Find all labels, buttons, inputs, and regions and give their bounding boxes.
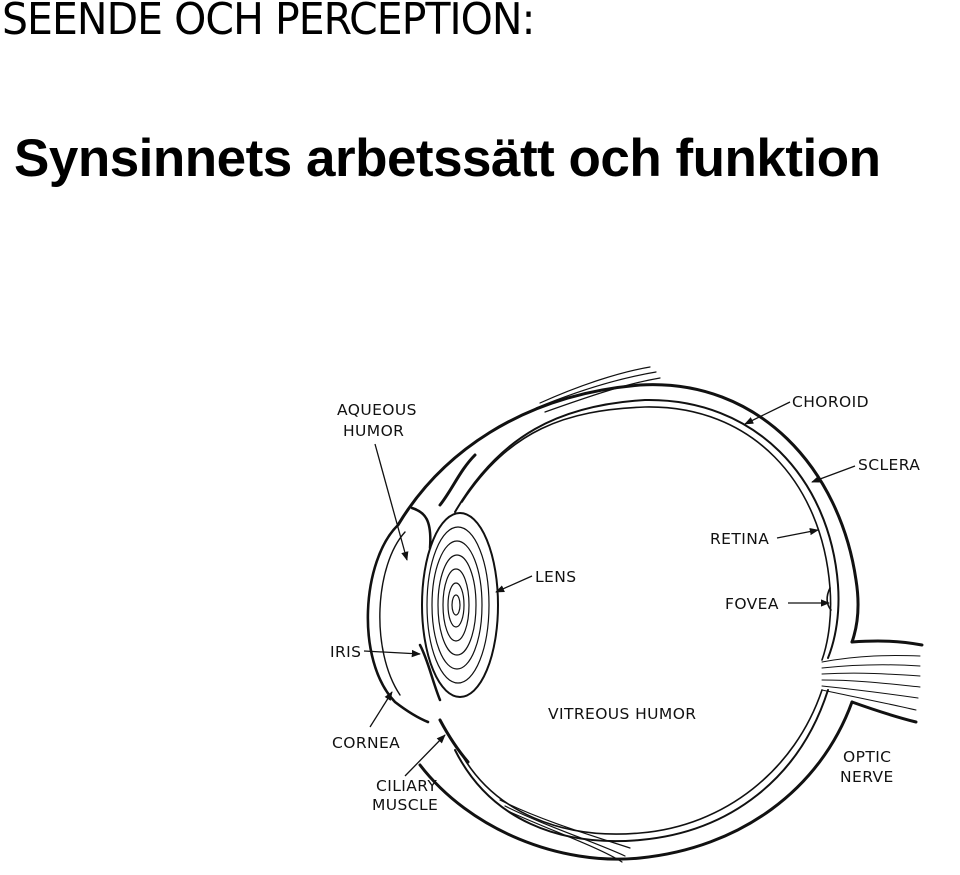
optic-nerve-lower: [850, 700, 918, 724]
label-ciliary-muscle-2: MUSCLE: [372, 796, 438, 814]
upper-muscle-band: [535, 366, 661, 413]
optic-nerve-upper: [850, 639, 924, 647]
leader-lens: [495, 575, 533, 593]
optic-nerve-fibers: [821, 655, 921, 711]
label-aqueous-humor-1: AQUEOUS: [337, 401, 417, 419]
slide-subtitle: Synsinnets arbetssätt och funktion: [14, 129, 881, 188]
label-ciliary-muscle-1: CILIARY: [376, 777, 437, 795]
leader-lines: [363, 401, 856, 777]
label-cornea: CORNEA: [332, 734, 400, 752]
slide-title: SEENDE OCH PERCEPTION:: [2, 0, 535, 45]
label-lens: LENS: [535, 568, 576, 586]
diagram-labels: AQUEOUS HUMOR CHOROID SCLERA RETINA LENS…: [330, 393, 920, 814]
iris-upper: [410, 506, 432, 550]
choroid-outline: [454, 398, 840, 843]
ciliary-upper: [438, 453, 477, 507]
sclera-outline: [396, 383, 860, 861]
label-iris: IRIS: [330, 643, 361, 661]
ciliary-lower: [438, 718, 470, 764]
cornea-inner: [379, 531, 406, 696]
retina-outline: [461, 406, 832, 835]
label-retina: RETINA: [710, 530, 769, 548]
lower-muscle-band: [499, 799, 631, 863]
cornea-outline: [366, 523, 430, 724]
label-optic-nerve-1: OPTIC: [843, 748, 891, 766]
lens-drawing: [421, 512, 499, 698]
leader-iris: [363, 649, 421, 658]
leader-choroid: [744, 401, 791, 425]
eye-drawing: [366, 366, 924, 863]
leader-ciliary-muscle: [404, 734, 446, 777]
label-vitreous-humor: VITREOUS HUMOR: [548, 705, 696, 723]
label-optic-nerve-2: NERVE: [840, 768, 894, 786]
leader-sclera: [811, 465, 856, 483]
label-aqueous-humor-2: HUMOR: [343, 422, 404, 440]
label-sclera: SCLERA: [858, 456, 920, 474]
iris-lower: [418, 643, 442, 702]
label-choroid: CHOROID: [792, 393, 869, 411]
leader-aqueous-humor: [374, 443, 409, 561]
leader-cornea: [369, 691, 393, 728]
label-fovea: FOVEA: [725, 595, 779, 613]
leader-retina: [776, 527, 819, 539]
